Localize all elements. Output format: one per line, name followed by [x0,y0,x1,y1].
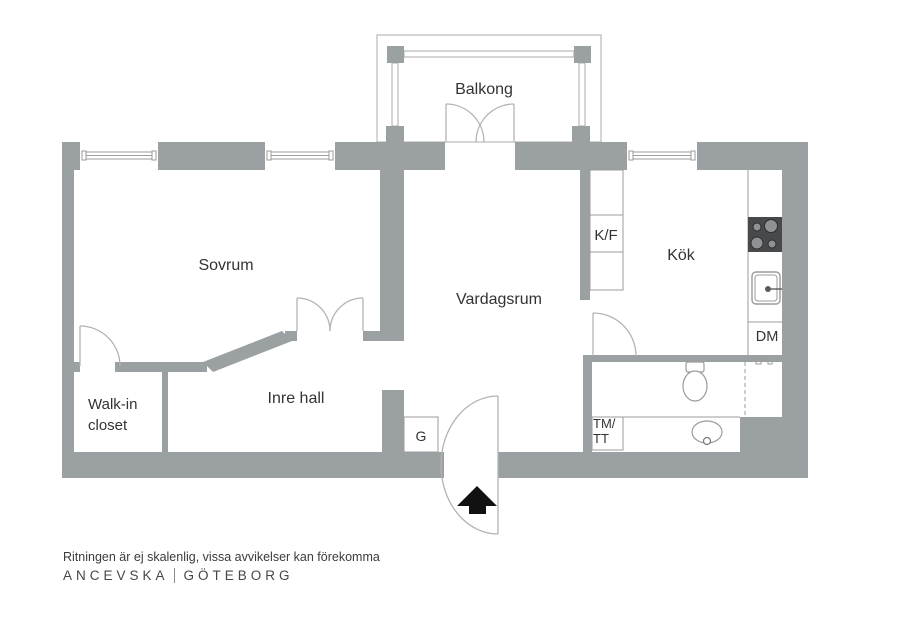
windows [80,142,697,170]
wall-living-bedroom [380,170,404,341]
interior-walls [74,170,782,452]
fixture-label-wardrobe: G [415,428,427,444]
brand-divider [173,568,175,583]
kitchen-door [592,312,637,357]
fixture-label-dishwasher: DM [755,329,779,345]
balcony-railing-right [578,62,586,127]
wall-top [158,142,265,170]
window [80,142,158,170]
wardrobe-cabinet [403,416,439,453]
entrance-door [440,395,499,535]
room-label-bedroom: Sovrum [198,257,254,274]
balcony-french-doors [445,103,515,143]
laundry-box [591,416,624,451]
wall-kitchen-divider [580,170,590,300]
doors [79,103,637,535]
wall-diagonal [203,331,292,372]
scale-disclaimer: Ritningen är ej skalenlig, vissa avvikel… [63,550,380,564]
room-label-balcony: Balkong [455,81,513,98]
fixture-label-laundry: TM/TT [593,416,616,446]
wall-hall-stub [382,390,404,452]
balcony-post [386,126,404,142]
fixtures [403,169,782,514]
kitchen-counter [747,170,782,355]
brand-logo: ANCEVSKA GÖTEBORG [63,568,294,583]
toilet-icon [682,361,708,402]
wall-top [515,142,627,170]
balcony-post [574,46,591,63]
wall-top [335,142,445,170]
balcony-railing-top [403,50,575,58]
wall-bedroom-bottom [115,362,207,372]
walkin-line2: closet [88,416,128,434]
wall-bottom [498,452,808,478]
wall-closet-divider [162,372,168,452]
fixture-label-fridge-freezer: K/F [594,227,618,244]
stove-icon [748,217,782,252]
wall-door-jamb [285,331,297,341]
fridge-freezer-cabinet [589,169,624,291]
wall-door-jamb [363,331,404,341]
laundry-line1: TM/ [593,416,616,431]
entrance-arrow-icon [457,486,497,514]
balcony-post [387,46,404,63]
window [265,142,335,170]
bedroom-double-doors [296,297,364,332]
room-label-walkin-closet: Walk-in closet [88,395,137,436]
washbasin-icon [691,420,723,446]
wall-right [782,142,808,478]
room-label-living-room: Vardagsrum [456,291,542,308]
walkin-closet-door [79,325,121,367]
wall-bathroom-corner-block [740,417,782,452]
balcony-structure [376,34,602,143]
laundry-line2: TT [593,430,609,446]
walkin-line1: Walk-in [88,396,138,413]
brand-name: ANCEVSKA [63,568,169,583]
wall-bathroom-left [583,355,592,452]
room-label-kitchen: Kök [667,247,695,264]
wall-bathroom-top [583,355,782,362]
brand-city: GÖTEBORG [183,568,294,583]
room-label-inner-hall: Inre hall [267,390,325,407]
floor-drain-icon [755,356,773,365]
wall-left [62,142,74,478]
balcony-post [572,126,590,142]
outer-walls [62,142,808,478]
balcony-railing-left [391,62,399,127]
wall-bottom [62,452,444,478]
kitchen-sink-icon [751,271,782,305]
window [627,142,697,170]
wall-stub [74,362,80,372]
